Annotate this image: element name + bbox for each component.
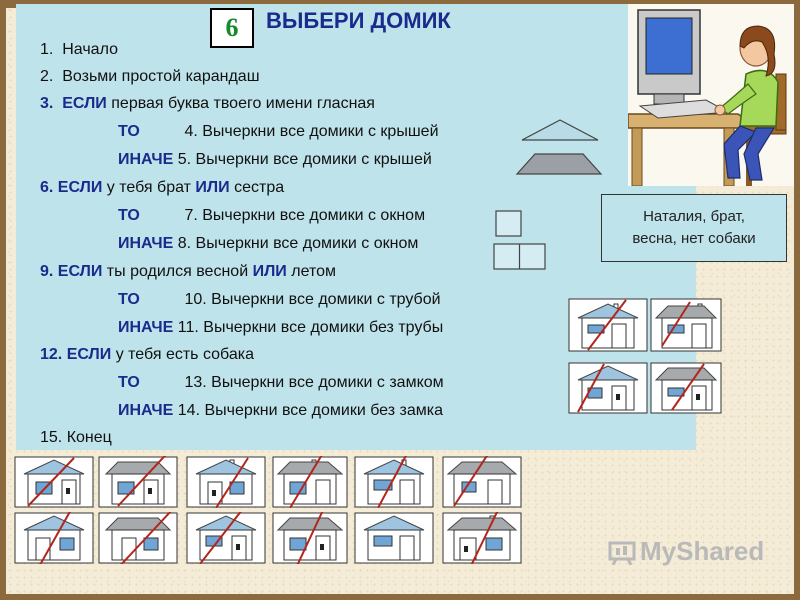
house-card[interactable] — [442, 512, 522, 564]
step-12: 12. ЕСЛИ у тебя есть собака — [40, 346, 254, 363]
frame-left — [0, 0, 6, 600]
roof-triangle-shape — [521, 119, 599, 141]
house-card[interactable] — [650, 362, 722, 414]
house-card[interactable] — [568, 298, 648, 352]
house-card[interactable] — [98, 512, 178, 564]
step-1: 1. Начало — [40, 41, 118, 58]
house-card[interactable] — [98, 456, 178, 508]
house-card[interactable] — [186, 512, 266, 564]
house-card[interactable] — [272, 456, 348, 508]
task-number: 6 — [210, 8, 254, 48]
step-15: 15. Конец — [40, 429, 112, 446]
frame-right — [794, 0, 800, 600]
house-card[interactable] — [354, 456, 434, 508]
house-card[interactable] — [186, 456, 266, 508]
step-6: 6. ЕСЛИ у тебя брат ИЛИ сестра — [40, 179, 285, 196]
step-14: ИНАЧЕ 14. Вычеркни все домики без замка — [118, 402, 443, 419]
step-11: ИНАЧЕ 11. Вычеркни все домики без трубы — [118, 319, 444, 336]
house-card[interactable] — [650, 298, 722, 352]
step-13: ТО 13. Вычеркни все домики с замком — [118, 374, 444, 391]
student-info-box: Наталия, брат, весна, нет собаки — [601, 194, 787, 262]
house-card[interactable] — [14, 512, 94, 564]
step-5: ИНАЧЕ 5. Вычеркни все домики с крышей — [118, 151, 432, 168]
step-9: 9. ЕСЛИ ты родился весной ИЛИ летом — [40, 263, 337, 280]
house-card[interactable] — [14, 456, 94, 508]
house-card[interactable] — [442, 456, 522, 508]
step-7: ТО 7. Вычеркни все домики с окном — [118, 207, 426, 224]
step-8: ИНАЧЕ 8. Вычеркни все домики с окном — [118, 235, 419, 252]
girl-at-computer-icon — [628, 4, 794, 186]
presentation-board-icon — [608, 541, 636, 565]
step-2: 2. Возьми простой карандаш — [40, 68, 260, 85]
house-card[interactable] — [272, 512, 348, 564]
house-card[interactable] — [568, 362, 648, 414]
window-single-shape — [495, 210, 522, 237]
step-3: 3. ЕСЛИ первая буква твоего имени гласна… — [40, 95, 375, 112]
window-double-shape — [493, 243, 546, 270]
roof-trapezoid-shape — [515, 153, 603, 175]
frame-bottom — [0, 594, 800, 600]
task-title: ВЫБЕРИ ДОМИК — [266, 8, 451, 33]
step-10: ТО 10. Вычеркни все домики с трубой — [118, 291, 441, 308]
house-card[interactable] — [354, 512, 434, 564]
watermark: MyShared — [608, 536, 764, 567]
step-4: ТО 4. Вычеркни все домики с крышей — [118, 123, 439, 140]
